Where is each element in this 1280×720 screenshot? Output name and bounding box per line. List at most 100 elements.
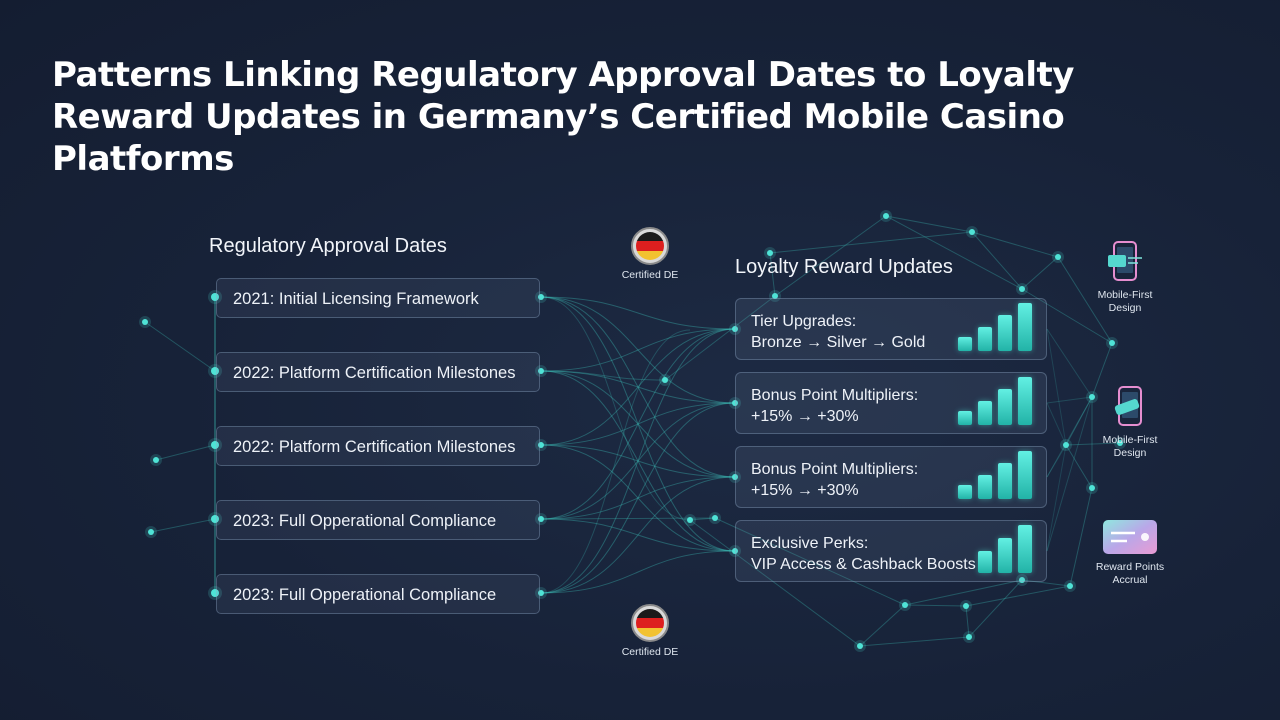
bar-chart-bar [958, 411, 972, 425]
network-line [1046, 328, 1067, 446]
reward-card-title: Tier Upgrades: [751, 313, 857, 330]
network-node [732, 326, 738, 332]
network-node [1019, 577, 1025, 583]
network-node [538, 368, 544, 374]
bar-chart-bar [1018, 303, 1032, 351]
network-node [538, 590, 544, 596]
german-flag-icon [631, 604, 669, 642]
network-node [883, 213, 889, 219]
certified-badge: Certified DE [605, 604, 695, 658]
network-line [689, 519, 861, 647]
reward-card-detail: Bronze → Silver → Gold [751, 334, 926, 351]
network-node [966, 634, 972, 640]
left-column-heading: Regulatory Approval Dates [209, 235, 447, 257]
connection-curve [540, 370, 736, 404]
network-line [774, 215, 887, 297]
network-node [148, 529, 154, 535]
connection-curve [540, 402, 736, 520]
network-line [155, 444, 216, 461]
reward-card: Bonus Point Multipliers: +15% → +30% [735, 372, 1047, 434]
network-node [687, 517, 693, 523]
network-line [1021, 288, 1113, 344]
network-line [150, 518, 216, 533]
bar-chart-bar [978, 475, 992, 499]
bar-chart-bar [998, 389, 1012, 425]
network-node [211, 515, 219, 523]
network-line [1046, 396, 1093, 552]
network-line [689, 517, 716, 521]
network-node [211, 367, 219, 375]
connection-curve [540, 444, 736, 552]
connection-curve [540, 444, 736, 478]
reward-card-detail: +15% → +30% [751, 482, 859, 499]
network-node [732, 548, 738, 554]
network-line [885, 215, 1023, 290]
network-node [732, 474, 738, 480]
network-node [1089, 485, 1095, 491]
reward-points-item: Reward Points Accrual [1085, 518, 1175, 587]
approval-date-item: 2022: Platform Certification Milestones [216, 352, 540, 392]
bar-chart-bar [978, 401, 992, 425]
network-node [1019, 286, 1025, 292]
side-icon-label: Accrual [1112, 574, 1148, 586]
network-node [1089, 394, 1095, 400]
network-line [1057, 256, 1113, 344]
network-line [1069, 487, 1093, 587]
network-line [904, 604, 967, 607]
bar-chart-bar [998, 315, 1012, 351]
network-line [1065, 442, 1121, 446]
network-node [969, 229, 975, 235]
connection-curve [540, 296, 736, 552]
network-node [538, 442, 544, 448]
network-node [902, 602, 908, 608]
mobile-phone-icon [1108, 241, 1142, 281]
side-icon-label: Design [1113, 447, 1147, 459]
network-line [965, 585, 1071, 607]
network-node [211, 293, 219, 301]
certified-badge: Certified DE [605, 227, 695, 281]
bar-chart-icon [958, 377, 1032, 425]
right-column-heading: Loyalty Reward Updates [735, 256, 953, 278]
connection-curve [540, 296, 736, 478]
connection-curve [540, 328, 736, 520]
bar-chart-icon [958, 451, 1032, 499]
mobile-first-item: Mobile-First Design [1085, 385, 1175, 460]
connection-curve [540, 370, 666, 381]
network-line [144, 321, 216, 372]
connection-curve [540, 402, 736, 594]
bar-chart-bar [1018, 377, 1032, 425]
side-icon-label: Reward Points [1095, 561, 1165, 573]
reward-card-text: Bonus Point Multipliers: +15% → +30% [751, 385, 918, 427]
reward-card-title: Exclusive Perks: [751, 535, 869, 552]
network-line [859, 636, 970, 647]
connection-curve [540, 476, 736, 520]
bar-chart-bar [1018, 525, 1032, 573]
network-node [732, 400, 738, 406]
network-node [538, 294, 544, 300]
network-line [1091, 342, 1113, 398]
reward-card: Tier Upgrades: Bronze → Silver → Gold [735, 298, 1047, 360]
network-line [664, 295, 776, 381]
bar-chart-bar [1018, 451, 1032, 499]
german-flag-icon [631, 227, 669, 265]
network-line [904, 579, 1023, 606]
network-line [971, 231, 1059, 258]
network-node [1063, 442, 1069, 448]
network-line [1065, 396, 1093, 446]
reward-card-text: Tier Upgrades: Bronze → Silver → Gold [751, 311, 925, 353]
network-line [1046, 328, 1093, 398]
network-node [1117, 440, 1123, 446]
network-line [1046, 444, 1067, 478]
network-node [538, 516, 544, 522]
reward-card-title: Bonus Point Multipliers: [751, 387, 919, 404]
bar-chart-icon [978, 525, 1032, 573]
connection-curve [540, 296, 736, 330]
reward-card-title: Bonus Point Multipliers: [751, 461, 919, 478]
network-line [1065, 444, 1093, 489]
reward-card: Bonus Point Multipliers: +15% → +30% [735, 446, 1047, 508]
network-line [1021, 256, 1059, 290]
connection-curve [540, 328, 736, 594]
network-line [965, 605, 970, 638]
connection-curve [540, 329, 691, 594]
